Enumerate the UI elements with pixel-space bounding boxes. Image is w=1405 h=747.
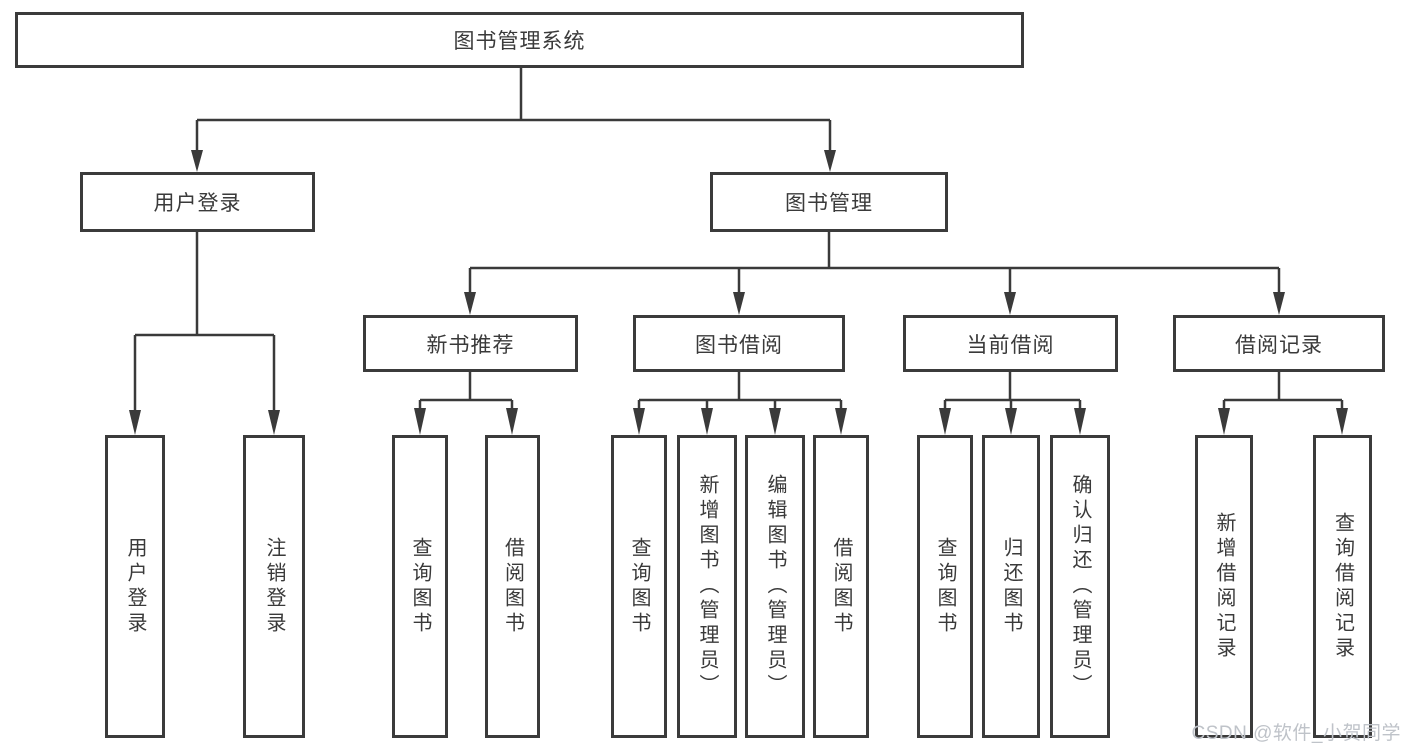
leaf-user-login: 用户登录	[105, 435, 165, 738]
node-book-management: 图书管理	[710, 172, 948, 232]
leaf-edit-book-admin: 编辑图书（管理员）	[745, 435, 805, 738]
node-book-borrow: 图书借阅	[633, 315, 845, 372]
arrowheads	[129, 150, 1348, 435]
leaf-confirm-return-admin: 确认归还（管理员）	[1050, 435, 1110, 738]
node-current-borrow: 当前借阅	[903, 315, 1118, 372]
leaf-return-book: 归还图书	[982, 435, 1040, 738]
leaf-borrow-book-1: 借阅图书	[485, 435, 540, 738]
leaf-query-borrow-record: 查询借阅记录	[1313, 435, 1372, 738]
csdn-watermark: CSDN @软件_小贺同学	[1191, 723, 1401, 744]
node-borrow-record: 借阅记录	[1173, 315, 1385, 372]
leaf-add-borrow-record: 新增借阅记录	[1195, 435, 1253, 738]
node-new-book-recommend: 新书推荐	[363, 315, 578, 372]
leaf-borrow-book-2: 借阅图书	[813, 435, 869, 738]
leaf-logout: 注销登录	[243, 435, 305, 738]
leaf-query-book-1: 查询图书	[392, 435, 448, 738]
leaf-query-book-2: 查询图书	[611, 435, 667, 738]
node-library-system: 图书管理系统	[15, 12, 1024, 68]
leaf-add-book-admin: 新增图书（管理员）	[677, 435, 737, 738]
node-user-login: 用户登录	[80, 172, 315, 232]
leaf-query-book-3: 查询图书	[917, 435, 973, 738]
